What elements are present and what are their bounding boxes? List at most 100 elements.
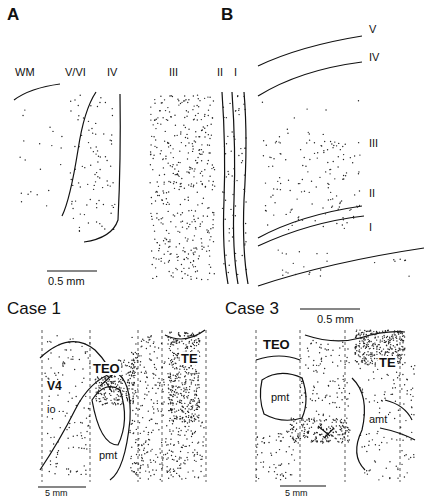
labeled-cell: [118, 378, 119, 379]
labeled-cell: [153, 341, 154, 342]
labeled-cell: [187, 406, 188, 407]
labeled-cell: [129, 372, 130, 373]
labeled-cell: [188, 142, 189, 143]
labeled-cell: [133, 358, 134, 359]
labeled-cell: [209, 145, 210, 146]
labeled-cell: [397, 330, 398, 331]
labeled-cell: [184, 117, 185, 118]
labeled-cell: [169, 469, 170, 470]
labeled-cell: [297, 217, 298, 218]
labeled-cell: [187, 429, 188, 430]
labeled-cell: [237, 95, 238, 96]
labeled-cell: [393, 259, 394, 260]
labeled-cell: [191, 399, 192, 400]
labeled-cell: [133, 400, 134, 401]
labeled-cell: [356, 331, 357, 332]
labeled-cell: [175, 363, 176, 364]
labeled-cell: [131, 352, 132, 353]
labeled-cell: [120, 391, 121, 392]
labeled-cell: [96, 393, 97, 394]
labeled-cell: [104, 389, 105, 390]
labeled-cell: [96, 146, 97, 147]
labeled-cell: [136, 429, 137, 430]
labeled-cell: [196, 394, 197, 395]
labeled-cell: [154, 367, 155, 368]
labeled-cell: [136, 368, 137, 369]
labeled-cell: [123, 391, 124, 392]
labeled-cell: [180, 451, 181, 452]
labeled-cell: [158, 250, 159, 251]
labeled-cell: [46, 205, 47, 206]
labeled-cell: [81, 382, 82, 383]
labeled-cell: [199, 100, 200, 101]
labeled-cell: [363, 341, 364, 342]
labeled-cell: [139, 478, 140, 479]
labeled-cell: [140, 405, 141, 406]
grid-lines: [256, 330, 400, 482]
labeled-cell: [133, 402, 134, 403]
labeled-cell: [334, 141, 335, 142]
labeled-cell: [176, 473, 177, 474]
labeled-cell: [179, 335, 180, 336]
labeled-cell: [203, 427, 204, 428]
labeled-cell: [179, 186, 180, 187]
labeled-cell: [96, 391, 97, 392]
labeled-cell: [162, 459, 163, 460]
layer-border: [232, 92, 238, 284]
labeled-cell: [113, 391, 114, 392]
labeled-cell: [55, 463, 56, 464]
labeled-cell: [140, 380, 141, 381]
labeled-cell: [176, 254, 177, 255]
labeled-cell: [123, 388, 124, 389]
labeled-cell: [98, 393, 99, 394]
labeled-cell: [85, 353, 86, 354]
labeled-cell: [308, 132, 309, 133]
labeled-cell: [189, 402, 190, 403]
labeled-cell: [279, 153, 280, 154]
labeled-cell: [22, 115, 23, 116]
labeled-cell: [171, 400, 172, 401]
labeled-cell: [74, 99, 75, 100]
labeled-cell: [124, 359, 125, 360]
labeled-cell: [87, 357, 88, 358]
labeled-cell: [102, 404, 103, 405]
labeled-cell: [157, 400, 158, 401]
labeled-cell: [95, 133, 96, 134]
labeled-cell: [134, 382, 135, 383]
labeled-cell: [177, 461, 178, 462]
labeled-cell: [165, 156, 166, 157]
labeled-cell: [198, 384, 199, 385]
labeled-cell: [174, 391, 175, 392]
labeled-cell: [184, 251, 185, 252]
labeled-cell: [129, 366, 130, 367]
labeled-cell: [170, 374, 171, 375]
labeled-cell: [194, 418, 195, 419]
labeled-cell: [65, 415, 66, 416]
labeled-cell: [309, 139, 310, 140]
labeled-cell: [159, 385, 160, 386]
labeled-cell: [160, 96, 161, 97]
labeled-cell: [147, 342, 148, 343]
labeled-cell: [342, 146, 343, 147]
labeled-cell: [126, 391, 127, 392]
labeled-cell: [139, 449, 140, 450]
labeled-cell: [104, 393, 105, 394]
labeled-cell: [172, 374, 173, 375]
labeled-cell: [157, 388, 158, 389]
labeled-cell: [105, 378, 106, 379]
labeled-cell: [66, 413, 67, 414]
labeled-cell: [394, 261, 395, 262]
labeled-cell: [186, 438, 187, 439]
labeled-cell: [96, 203, 97, 204]
labeled-cell: [165, 438, 166, 439]
labeled-cell: [188, 210, 189, 211]
labeled-cell: [293, 263, 294, 264]
labeled-cell: [97, 150, 98, 151]
labeled-cell: [197, 384, 198, 385]
labeled-cell: [151, 219, 152, 220]
labeled-cell: [114, 381, 115, 382]
labeled-cell: [105, 376, 106, 377]
labeled-cell: [169, 399, 170, 400]
labeled-cell: [212, 164, 213, 165]
labeled-cell: [319, 177, 320, 178]
